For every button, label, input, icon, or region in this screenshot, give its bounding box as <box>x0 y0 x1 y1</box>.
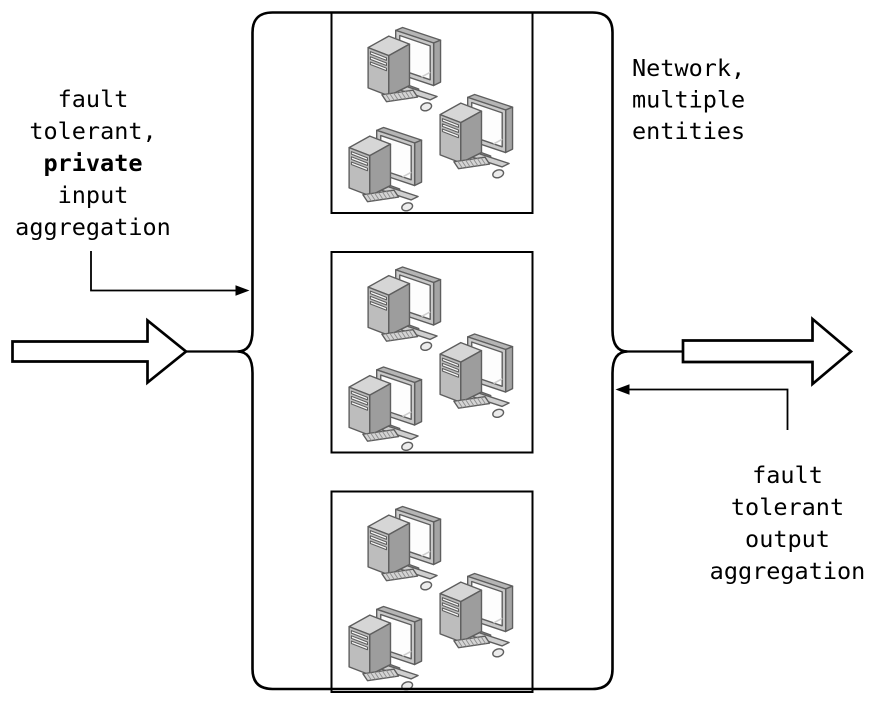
label-line: tolerant <box>731 493 844 521</box>
entity-group-box-3 <box>330 490 534 693</box>
label-line: aggregation <box>15 213 171 241</box>
label-line: Network, <box>632 54 745 82</box>
input-aggregation-label: fault tolerant, private input aggregatio… <box>15 85 171 241</box>
label-line: entities <box>632 117 745 145</box>
output-block-arrow <box>681 316 854 387</box>
label-line: tolerant, <box>29 117 156 145</box>
arrowhead-right-icon <box>235 285 250 296</box>
entity-group-box-2 <box>330 251 534 454</box>
label-line: input <box>58 181 129 209</box>
label-line: fault <box>752 461 823 489</box>
input-annotation-arrow <box>90 251 250 296</box>
entity-group-box-1 <box>330 11 534 214</box>
arrowhead-left-icon <box>615 384 630 395</box>
network-boundary <box>237 11 628 691</box>
label-line: aggregation <box>710 557 866 585</box>
label-line: multiple <box>632 86 745 114</box>
input-block-arrow <box>11 317 189 386</box>
label-line: output <box>745 525 830 553</box>
label-line: fault <box>58 85 129 113</box>
label-line-emphasized: private <box>43 149 142 177</box>
output-aggregation-label: fault tolerant output aggregation <box>710 461 866 585</box>
output-annotation-arrow <box>615 384 789 430</box>
network-label: Network, multiple entities <box>632 54 745 145</box>
